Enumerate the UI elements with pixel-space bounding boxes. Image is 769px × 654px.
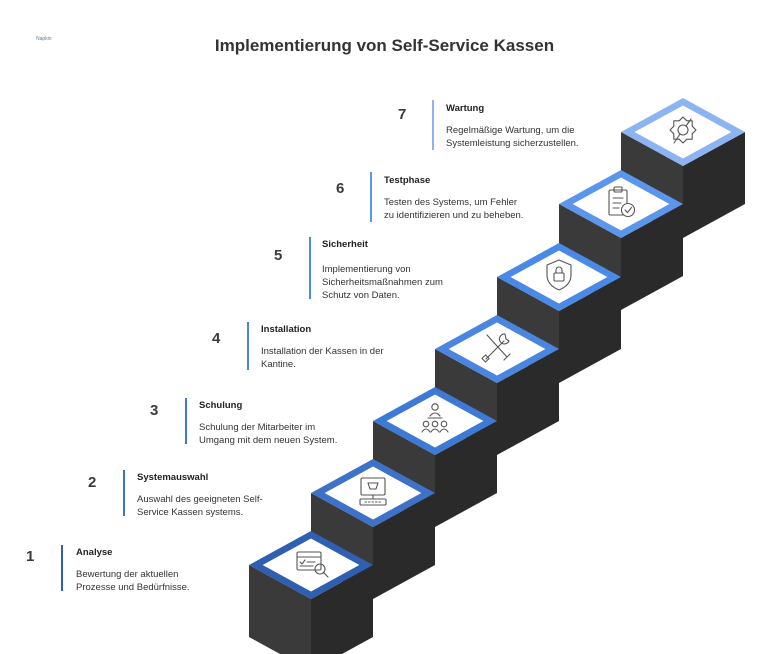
stair-step-1 xyxy=(249,531,373,654)
tools-icon xyxy=(481,333,511,363)
stair-step-3 xyxy=(373,387,497,527)
stair-riser-right xyxy=(497,349,559,455)
step-title: Installation xyxy=(261,324,312,335)
step-title: Testphase xyxy=(384,175,431,186)
stair-tile-inner xyxy=(262,538,360,592)
step-number: 6 xyxy=(336,180,345,197)
step-title: Sicherheit xyxy=(322,239,368,250)
step-number: 4 xyxy=(212,330,221,347)
step-accent-bar xyxy=(309,237,311,299)
step-description: Bewertung der aktuellen Prozesse und Bed… xyxy=(76,569,190,593)
stair-tile-inner xyxy=(634,105,732,159)
step-title: Schulung xyxy=(199,400,243,411)
stair-riser-right xyxy=(621,204,683,310)
training-icon xyxy=(421,403,449,433)
step-accent-bar xyxy=(123,470,125,516)
pos-terminal-icon xyxy=(359,477,387,506)
stair-riser-right xyxy=(373,493,435,599)
step-description: Schulung der Mitarbeiter im Umgang mit d… xyxy=(199,422,338,446)
shield-lock-icon xyxy=(546,259,572,291)
step-description: Auswahl des geeigneten Self- Service Kas… xyxy=(137,494,263,518)
step-number: 2 xyxy=(88,474,97,491)
maintenance-gear-icon xyxy=(669,116,697,144)
step-accent-bar xyxy=(432,100,434,150)
stair-riser-right xyxy=(683,132,745,238)
step-number: 5 xyxy=(274,247,283,264)
step-accent-bar xyxy=(247,322,249,370)
step-description: Testen des Systems, um Fehler zu identif… xyxy=(384,197,524,221)
step-accent-bar xyxy=(370,172,372,222)
logo: Napkin xyxy=(36,36,52,42)
step-description: Implementierung von Sicherheitsmaßnahmen… xyxy=(322,264,443,301)
step-description: Regelmäßige Wartung, um die Systemleistu… xyxy=(446,125,579,149)
stair-tile-inner xyxy=(448,322,546,376)
stair-riser-left xyxy=(249,565,311,654)
stair-tile-inner xyxy=(324,466,422,520)
step-number: 1 xyxy=(26,548,35,565)
stair-tile-inner xyxy=(510,250,608,304)
stair-riser-right xyxy=(435,421,497,527)
stair-riser-right xyxy=(311,565,373,654)
step-title: Analyse xyxy=(76,547,113,558)
step-accent-bar xyxy=(185,398,187,444)
stair-tile-inner xyxy=(572,177,670,231)
analysis-icon xyxy=(296,551,329,578)
page-title: Implementierung von Self-Service Kassen xyxy=(214,36,555,55)
step-accent-bar xyxy=(61,545,63,591)
stair-riser-right xyxy=(559,277,621,383)
step-title: Systemauswahl xyxy=(137,472,209,483)
clipboard-check-icon xyxy=(608,186,636,218)
step-number: 3 xyxy=(150,402,159,419)
step-description: Installation der Kassen in der Kantine. xyxy=(261,346,384,370)
step-title: Wartung xyxy=(446,103,485,114)
step-number: 7 xyxy=(398,106,407,123)
